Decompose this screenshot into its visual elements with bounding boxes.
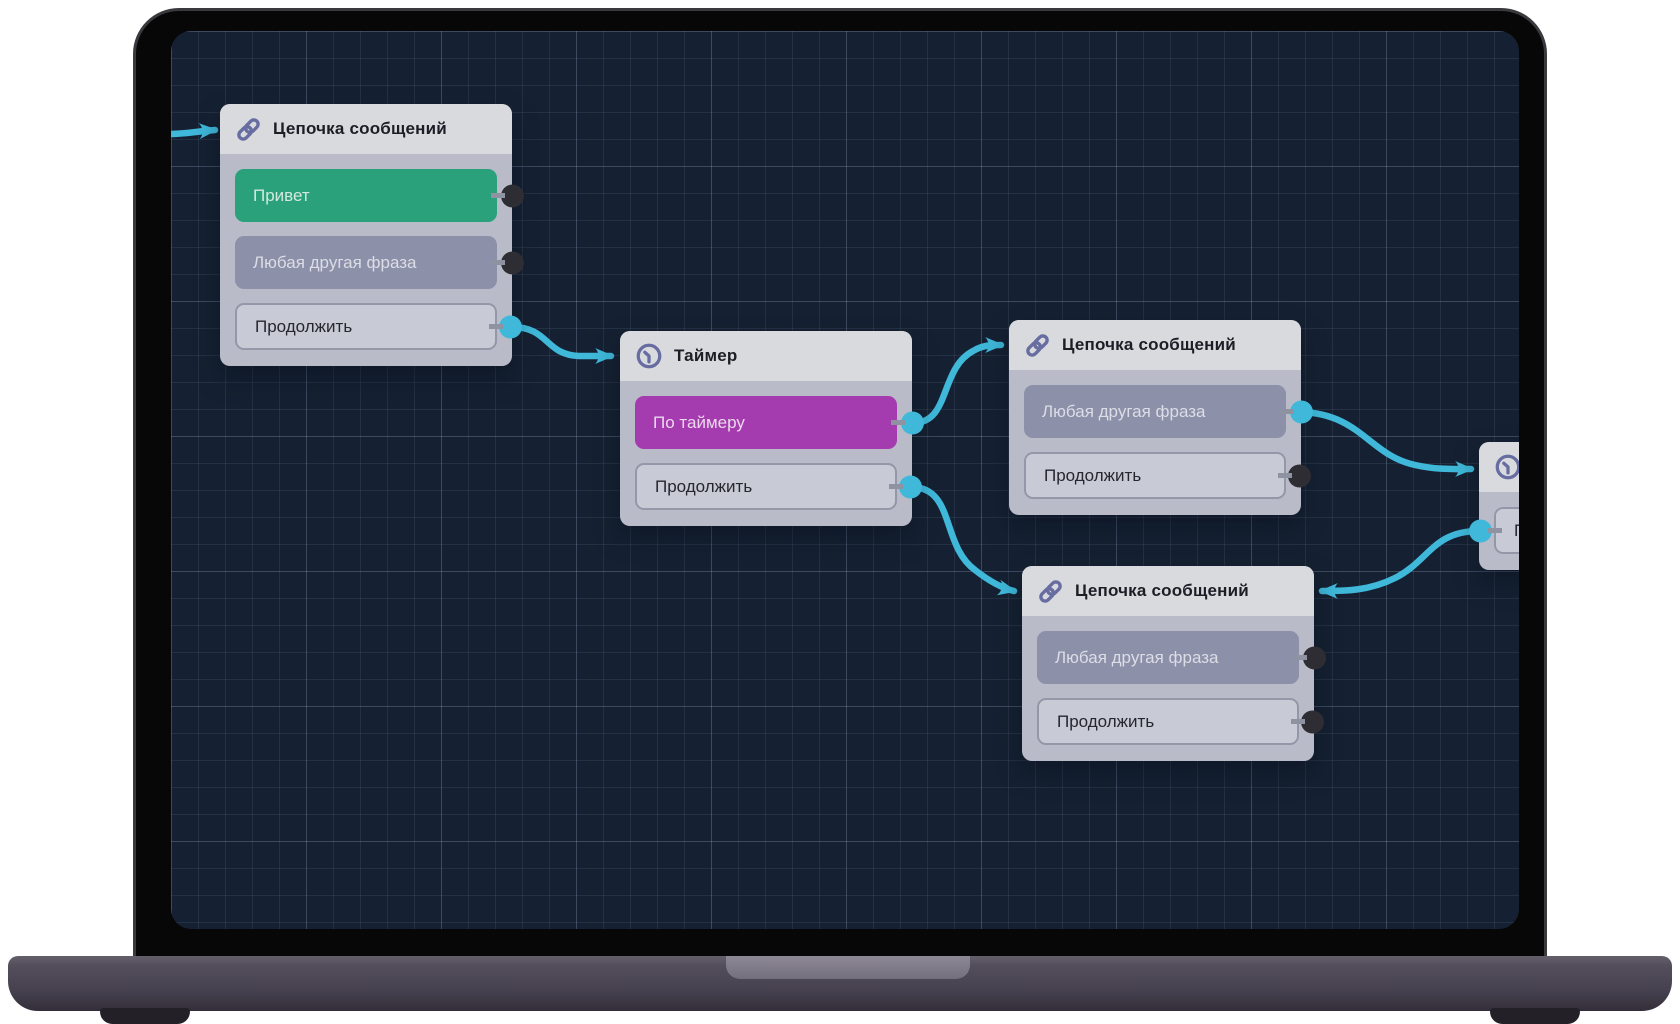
- laptop-foot-right: [1490, 1008, 1580, 1024]
- connection-wires: [171, 123, 1483, 599]
- clock-icon: [636, 343, 662, 369]
- output-port[interactable]: [1303, 646, 1326, 669]
- row-label: Продолжить: [1057, 711, 1155, 731]
- flow-row[interactable]: Любая другая фраза: [1037, 631, 1326, 684]
- row-label: Привет: [253, 185, 310, 205]
- flow-row[interactable]: Привет: [235, 169, 524, 222]
- row-label: По таймеру: [653, 412, 745, 432]
- row-label: Любая другая фраза: [253, 252, 417, 272]
- node-header[interactable]: Цепочка сообщений: [1022, 566, 1314, 616]
- output-port[interactable]: [501, 184, 524, 207]
- row-label: Продолжить: [1044, 465, 1142, 485]
- wire-n2-n4: [908, 483, 1018, 596]
- flow-row[interactable]: По таймеру: [635, 396, 924, 449]
- output-port[interactable]: [1301, 710, 1324, 733]
- node-body: Привет Любая другая фраза Продолжить: [220, 154, 524, 366]
- laptop-lid-notch: [726, 956, 970, 979]
- output-port[interactable]: [901, 411, 924, 434]
- node-body: По таймеру: [1469, 492, 1519, 570]
- output-port[interactable]: [501, 251, 524, 274]
- wire-n1-n2: [508, 323, 615, 364]
- node-title: Цепочка сообщений: [1075, 581, 1249, 600]
- flow-row[interactable]: Любая другая фраза: [235, 236, 524, 289]
- flow-row[interactable]: Продолжить: [1037, 698, 1324, 745]
- chain-link-icon: [1039, 579, 1062, 603]
- output-port[interactable]: [1288, 464, 1311, 487]
- node-header[interactable]: Цепочка сообщений: [1009, 320, 1301, 370]
- chain-link-icon: [237, 117, 260, 141]
- row-label: Любая другая фраза: [1042, 401, 1206, 421]
- flow-row[interactable]: Продолжить: [235, 303, 522, 350]
- node-timer-2[interactable]: Таймер По таймеру: [1469, 442, 1519, 570]
- output-port[interactable]: [1290, 400, 1313, 423]
- node-header[interactable]: Цепочка сообщений: [220, 104, 512, 154]
- node-message-chain-2[interactable]: Цепочка сообщений Любая другая фраза Про…: [1009, 320, 1313, 515]
- node-header[interactable]: Таймер: [620, 331, 912, 381]
- laptop-screen-bezel: Цепочка сообщений Привет Любая другая фр…: [133, 8, 1547, 956]
- laptop-foot-left: [100, 1008, 190, 1024]
- laptop-base: [8, 956, 1672, 1011]
- node-header[interactable]: Таймер: [1479, 442, 1519, 492]
- chain-link-icon: [1026, 333, 1049, 357]
- node-body: Любая другая фраза Продолжить: [1022, 616, 1326, 761]
- wire-n5-n4: [1318, 527, 1483, 599]
- node-message-chain-3[interactable]: Цепочка сообщений Любая другая фраза Про…: [1022, 566, 1326, 761]
- output-port[interactable]: [1469, 519, 1492, 542]
- node-body: По таймеру Продолжить: [620, 381, 924, 526]
- node-message-chain-1[interactable]: Цепочка сообщений Привет Любая другая фр…: [220, 104, 524, 366]
- flow-row[interactable]: По таймеру: [1469, 507, 1519, 554]
- clock-icon: [1495, 454, 1519, 480]
- node-timer-1[interactable]: Таймер По таймеру Продолжить: [620, 331, 924, 526]
- flow-row[interactable]: Продолжить: [1024, 452, 1311, 499]
- node-body: Любая другая фраза Продолжить: [1009, 370, 1313, 515]
- wire-n3-n5: [1297, 408, 1475, 478]
- flow-canvas[interactable]: Цепочка сообщений Привет Любая другая фр…: [171, 31, 1519, 929]
- node-title: Цепочка сообщений: [273, 119, 447, 138]
- row-label: По таймеру: [1514, 521, 1519, 541]
- wire-n2-n3: [908, 337, 1005, 427]
- node-title: Цепочка сообщений: [1062, 335, 1236, 354]
- flow-row[interactable]: Продолжить: [635, 463, 922, 510]
- row-label: Продолжить: [255, 316, 353, 336]
- output-port[interactable]: [499, 315, 522, 338]
- row-label: Продолжить: [655, 476, 753, 496]
- wire-entry: [171, 123, 219, 140]
- flow-row[interactable]: Любая другая фраза: [1024, 385, 1313, 438]
- output-port[interactable]: [899, 475, 922, 498]
- row-label: Любая другая фраза: [1055, 647, 1219, 667]
- node-title: Таймер: [674, 346, 738, 365]
